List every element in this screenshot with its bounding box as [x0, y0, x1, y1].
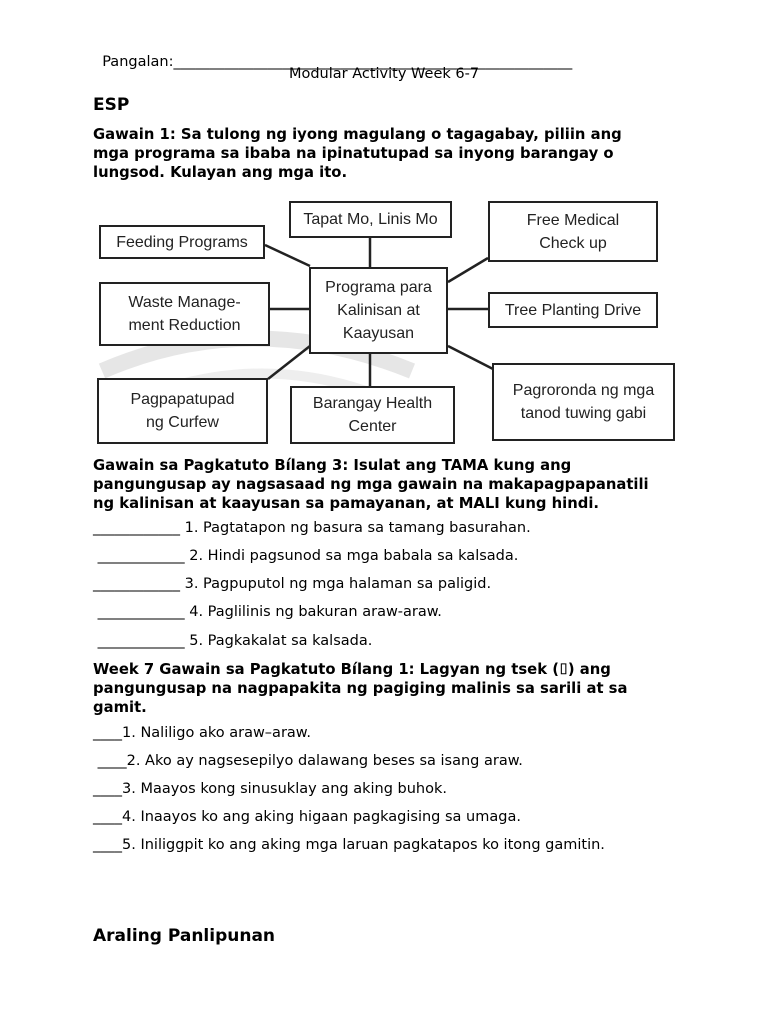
connector-curfew: [267, 345, 311, 380]
gawain1-instructions: Gawain 1: Sa tulong ng iyong magulang o …: [93, 125, 693, 182]
center-line: Kaayusan: [342, 325, 415, 342]
gawain3-instruction-line: Gawain sa Pagkatuto Bílang 3: Isulat ang…: [93, 457, 572, 474]
name-line: Pangalan:_______________________________…: [93, 38, 572, 70]
diagram-connectors: [264, 236, 494, 386]
box-label: Check up: [539, 234, 607, 252]
gawain3-item: ____________ 2. Hindi pagsunod sa mga ba…: [93, 548, 519, 564]
box-label: Pagroronda ng mga: [512, 382, 655, 399]
box-label: Pagpapatupad: [130, 391, 235, 408]
box-label: ng Curfew: [146, 414, 219, 431]
gawain3-item: ____________ 1. Pagtatapon ng basura sa …: [93, 520, 531, 536]
connector-feeding: [264, 243, 311, 268]
week7-instruction-line: pangungusap na nagpapakita ng pagiging m…: [93, 680, 628, 697]
box-health-center: Barangay Health Center: [290, 386, 455, 444]
connector-free-medical: [447, 256, 489, 284]
week7-item: ____4. Inaayos ko ang aking higaan pagka…: [93, 809, 521, 825]
gawain3-item: ____________ 4. Paglilinis ng bakuran ar…: [93, 604, 442, 620]
box-label: Center: [348, 418, 397, 435]
week7-instruction-line: gamit.: [93, 699, 147, 716]
box-label: Barangay Health: [312, 395, 433, 412]
week7-item: ____2. Ako ay nagsesepilyo dalawang bese…: [93, 753, 523, 769]
box-label: tanod tuwing gabi: [520, 405, 647, 422]
box-curfew: Pagpapatupad ng Curfew: [97, 378, 268, 444]
box-feeding-programs: Feeding Programs: [99, 225, 265, 259]
name-label: Pangalan:: [102, 54, 174, 70]
box-label: Tree Planting Drive: [504, 301, 642, 319]
connector-pagroronda: [447, 344, 494, 371]
week7-item: ____3. Maayos kong sinusuklay ang aking …: [93, 781, 447, 797]
box-free-medical: Free Medical Check up: [488, 201, 658, 262]
box-waste-management: Waste Manage- ment Reduction: [99, 282, 270, 346]
gawain3-item: ____________ 5. Pagkakalat sa kalsada.: [93, 633, 373, 649]
center-box: Programa para Kalinisan at Kaayusan: [309, 267, 448, 354]
name-blank: ________________________________________…: [173, 54, 573, 70]
gawain3-instruction-line: ng kalinisan at kaayusan sa pamayanan, a…: [93, 495, 600, 512]
week7-item: ____1. Naliligo ako araw–araw.: [93, 725, 311, 741]
center-line: Kalinisan at: [337, 302, 420, 319]
box-label: ment Reduction: [128, 317, 241, 334]
gawain3-instructions: Gawain sa Pagkatuto Bílang 3: Isulat ang…: [93, 456, 713, 513]
box-tree-planting: Tree Planting Drive: [488, 292, 658, 328]
gawain1-instruction-line: Gawain 1: Sa tulong ng iyong magulang o …: [93, 126, 622, 143]
page-subtitle: Modular Activity Week 6-7: [288, 66, 480, 82]
ap-heading: Araling Panlipunan: [93, 926, 276, 946]
box-pagroronda: Pagroronda ng mga tanod tuwing gabi: [492, 363, 675, 441]
box-label: Free Medical: [526, 211, 620, 229]
gawain3-item: ____________ 3. Pagpuputol ng mga halama…: [93, 576, 492, 592]
center-line: Programa para: [325, 279, 432, 296]
esp-heading: ESP: [93, 95, 130, 115]
gawain3-instruction-line: pangungusap ay nagsasaad ng mga gawain n…: [93, 476, 649, 493]
box-label: Waste Manage-: [128, 294, 241, 311]
week7-instructions: Week 7 Gawain sa Pagkatuto Bílang 1: Lag…: [93, 660, 713, 717]
week7-item: ____5. Iniliggpit ko ang aking mga larua…: [93, 837, 605, 853]
box-tapat-mo: Tapat Mo, Linis Mo: [289, 201, 452, 238]
box-label: Tapat Mo, Linis Mo: [303, 211, 438, 228]
programs-diagram: Programa para Kalinisan at Kaayusan Tapa…: [92, 196, 684, 448]
gawain1-instruction-line: mga programa sa ibaba na ipinatutupad sa…: [93, 145, 614, 162]
box-label: Feeding Programs: [116, 233, 248, 251]
week7-instruction-line: Week 7 Gawain sa Pagkatuto Bílang 1: Lag…: [93, 661, 611, 678]
gawain1-instruction-line: lungsod. Kulayan ang mga ito.: [93, 164, 348, 181]
